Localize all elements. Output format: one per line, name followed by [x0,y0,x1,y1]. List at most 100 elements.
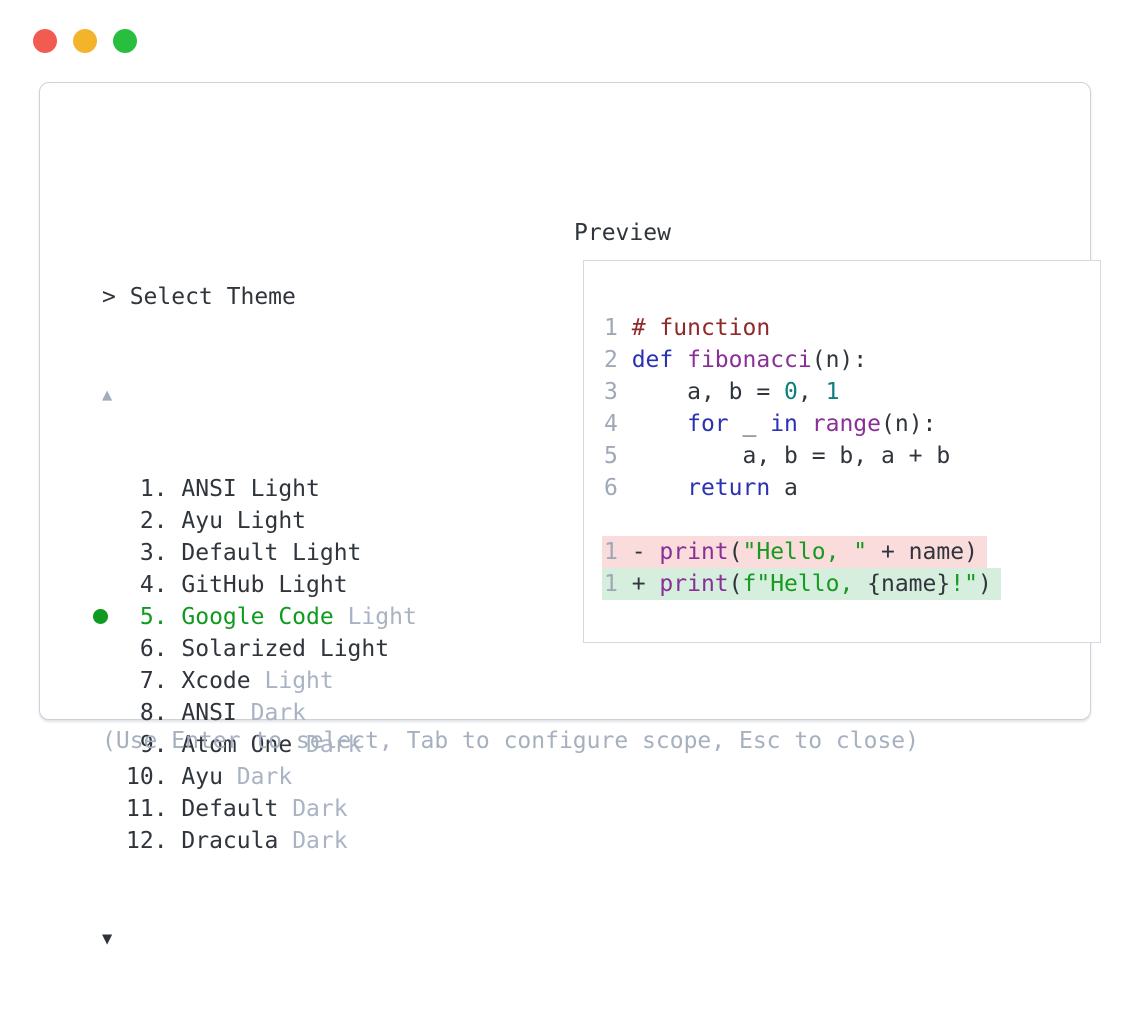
theme-item-name: Xcode [181,668,251,694]
theme-item-variant: Dark [292,796,348,822]
code-token: ) [977,571,992,597]
code-token [632,411,687,437]
code-token: + name) [867,539,978,565]
code-token: a [770,475,798,501]
line-number: 5 [604,443,618,469]
line-number: 4 [604,411,618,437]
diff-line-add: 1 + print(f"Hello, {name}!") [602,568,1100,600]
theme-item-number: 4. [139,572,168,598]
theme-item-4[interactable]: 4. GitHub Light [88,569,417,601]
theme-item-variant: Dark [236,764,293,790]
code-token: {name} [867,571,951,597]
code-token: f"Hello, [742,571,868,597]
line-number: 1 [604,571,618,597]
code-token: def [631,347,674,373]
code-line: 3 a, b = 0, 1 [604,376,1100,408]
theme-item-5[interactable]: 5. Google Code Light [88,601,417,633]
code-token: a, b = b, a + b [631,443,951,469]
code-token: !" [950,571,978,597]
theme-item-number: 2. [139,508,168,534]
preview-label: Preview [574,220,671,246]
theme-item-9[interactable]: 9. Atom One Dark [88,729,417,761]
theme-item-12[interactable]: 12. Dracula Dark [88,825,417,857]
code-token: for [687,411,729,437]
code-token: (n): [881,411,937,437]
diff-highlight: 1 - print("Hello, " + name) [602,536,987,568]
code-token: ( [728,539,743,565]
theme-item-variant: Dark [250,700,307,726]
code-line: 2 def fibonacci(n): [604,344,1100,376]
line-number: 1 [604,315,618,341]
theme-item-1[interactable]: 1. ANSI Light [88,473,417,505]
zoom-window-icon[interactable] [113,29,137,53]
code-token [673,347,687,373]
code-line: 6 return a [604,472,1100,504]
code-token: fibonacci [687,347,812,373]
theme-item-number: 10. [126,764,168,790]
theme-item-number: 8. [139,700,168,726]
minimize-window-icon[interactable] [73,29,97,53]
code-token: 0 [784,379,798,405]
theme-item-number: 5. [139,604,168,630]
code-token: print [659,571,729,597]
theme-item-3[interactable]: 3. Default Light [88,537,417,569]
code-token: a, b = [631,379,785,405]
theme-item-variant: Dark [292,828,348,854]
line-number: 1 [604,539,618,565]
theme-item-variant: Light [347,604,417,630]
code-token: in [770,411,798,437]
selected-bullet-icon [88,601,126,633]
theme-item-2[interactable]: 2. Ayu Light [88,505,417,537]
code-token: print [659,539,729,565]
theme-item-name: Ayu Light [181,508,307,534]
code-token: , [797,379,826,405]
theme-item-11[interactable]: 11. Default Dark [88,793,417,825]
theme-item-name: ANSI Light [181,476,320,502]
theme-item-name: ANSI [181,700,237,726]
code-token: _ [728,411,771,437]
theme-item-number: 7. [139,668,168,694]
code-token: - [631,539,660,565]
window-controls [33,29,137,53]
theme-item-number: 6. [139,636,168,662]
theme-item-name: Ayu [181,764,223,790]
select-theme-prompt: > Select Theme [102,284,296,310]
diff-highlight: 1 + print(f"Hello, {name}!") [602,568,1001,600]
theme-item-number: 1. [139,476,168,502]
theme-item-number: 3. [139,540,168,566]
close-window-icon[interactable] [33,29,57,53]
theme-item-variant: Light [264,668,334,694]
code-token: return [687,475,771,501]
theme-item-number: 9. [139,732,168,758]
scroll-down-icon[interactable]: ▼ [102,929,113,949]
theme-item-10[interactable]: 10. Ayu Dark [88,761,417,793]
theme-item-name: Dracula [181,828,279,854]
diff-line-del: 1 - print("Hello, " + name) [602,536,1100,568]
theme-item-name: Default [181,796,279,822]
theme-item-name: Google Code [181,604,334,630]
code-token: 1 [825,379,840,405]
scroll-up-icon[interactable]: ▲ [102,385,113,405]
theme-item-name: Atom One [181,732,293,758]
code-token: + [631,571,660,597]
theme-item-name: Solarized Light [181,636,390,662]
keyboard-hint: (Use Enter to select, Tab to configure s… [102,728,919,754]
theme-item-7[interactable]: 7. Xcode Light [88,665,417,697]
code-token [632,475,687,501]
code-token: range [811,411,881,437]
line-number: 6 [604,475,618,501]
code-token: (n): [811,347,868,373]
line-number: 3 [604,379,618,405]
theme-item-6[interactable]: 6. Solarized Light [88,633,417,665]
code-token: ( [728,571,743,597]
code-line [604,504,1100,536]
theme-item-name: GitHub Light [181,572,348,598]
theme-item-variant: Dark [306,732,362,758]
theme-item-name: Default Light [181,540,362,566]
code-token [798,411,812,437]
line-number: 2 [604,347,618,373]
theme-item-8[interactable]: 8. ANSI Dark [88,697,417,729]
